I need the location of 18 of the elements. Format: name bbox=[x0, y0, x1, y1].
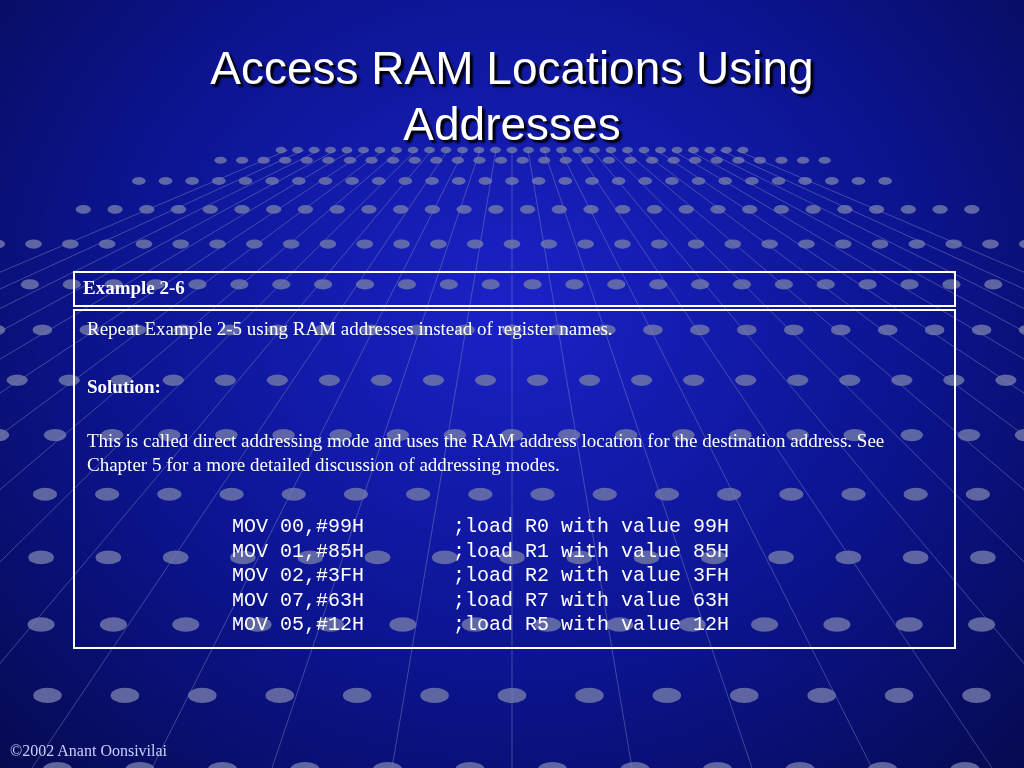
code-comment: ;load R5 with value 12H bbox=[453, 613, 730, 638]
code-instruction: MOV 07,#63H bbox=[232, 588, 365, 613]
code-comment: ;load R2 with value 3FH bbox=[453, 564, 730, 589]
code-instruction: MOV 05,#12H bbox=[232, 613, 365, 638]
solution-text: This is called direct addressing mode and uses the RAM address location for the destination address. See Chapter 5 for a more detailed discussion of addressing modes. bbox=[87, 429, 886, 477]
example-heading: Example 2-6 bbox=[83, 277, 185, 299]
code-comment: ;load R1 with value 85H bbox=[453, 539, 730, 564]
slide-title: Access RAM Locations Using Addresses bbox=[209, 41, 815, 152]
code-instruction: MOV 02,#3FH bbox=[232, 564, 365, 589]
solution-heading: Solution: bbox=[87, 375, 161, 399]
code-comment: ;load R0 with value 99H bbox=[453, 515, 730, 540]
example-header-bar bbox=[73, 271, 956, 307]
code-instruction: MOV 00,#99H bbox=[232, 515, 365, 540]
task-text: Repeat Example 2-5 using RAM addresses instead of register names. bbox=[87, 317, 614, 341]
copyright-note: ©2002 Anant Oonsivilai bbox=[10, 742, 168, 760]
example-panel bbox=[73, 309, 956, 649]
code-instruction: MOV 01,#85H bbox=[232, 539, 365, 564]
code-comment: ;load R7 with value 63H bbox=[453, 588, 730, 613]
